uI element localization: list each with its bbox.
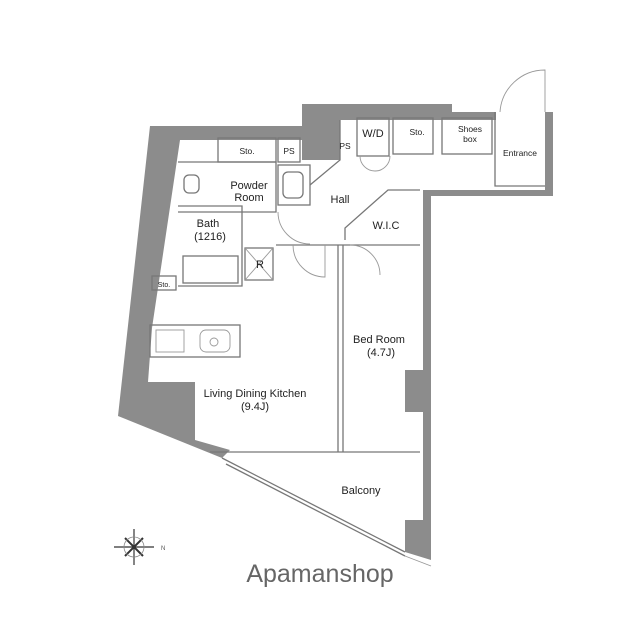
label-ps-left: PS — [283, 146, 295, 156]
label-washer-dryer: W/D — [362, 128, 383, 140]
label-entrance: Entrance — [503, 148, 537, 158]
label-powder-room-2: Room — [234, 192, 263, 204]
label-ldk-2: (9.4J) — [241, 401, 269, 413]
label-walk-in-closet: W.I.C — [373, 220, 400, 232]
label-bath-1: Bath — [197, 218, 220, 230]
label-powder-room-1: Powder — [230, 180, 268, 192]
label-refrigerator: R — [256, 259, 264, 271]
compass-icon: N — [114, 529, 165, 565]
label-bedroom-1: Bed Room — [353, 334, 405, 346]
room-labels: Sto. PS PS W/D Sto. Shoes box Entrance P… — [158, 124, 538, 497]
compass-label: N — [161, 546, 165, 552]
label-storage-small: Sto. — [158, 282, 171, 289]
apamanshop-logo: Apamanshop — [246, 560, 393, 588]
walls — [118, 104, 553, 567]
label-storage-hall: Sto. — [409, 127, 424, 137]
label-shoes-box-2: box — [463, 134, 477, 144]
label-balcony: Balcony — [341, 485, 381, 497]
interior-walls — [149, 69, 546, 452]
label-hall: Hall — [331, 194, 350, 206]
label-storage-top: Sto. — [239, 146, 254, 156]
label-shoes-box-1: Shoes — [458, 124, 482, 134]
label-bath-2: (1216) — [194, 231, 226, 243]
label-bedroom-2: (4.7J) — [367, 347, 395, 359]
label-ps-right: PS — [339, 141, 351, 151]
label-ldk-1: Living Dining Kitchen — [204, 388, 307, 400]
